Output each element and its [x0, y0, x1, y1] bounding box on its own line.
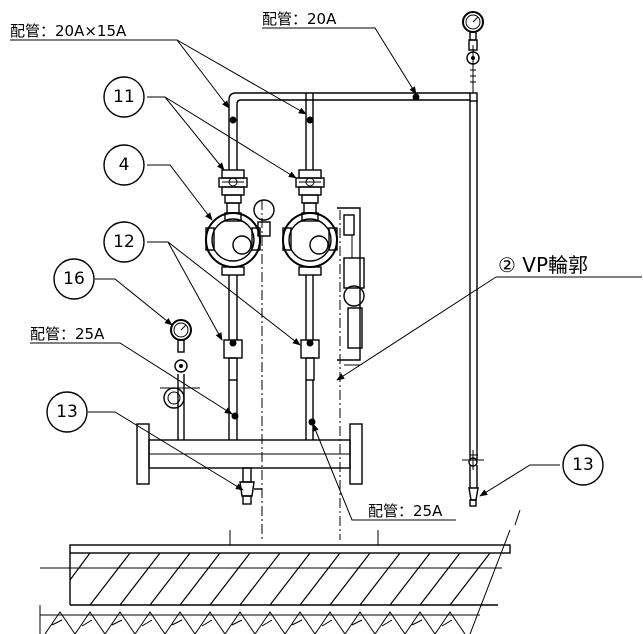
callout-4: 4 [103, 144, 145, 186]
callout-11: 11 [103, 76, 145, 118]
weld-dot-5 [231, 412, 239, 420]
svg-text:4: 4 [119, 155, 130, 175]
left-pressure-gauge [160, 319, 200, 440]
weld-dot-3 [412, 93, 420, 101]
floor-foundation [39, 509, 521, 634]
leader-lines [10, 27, 642, 521]
weld-dot-7 [308, 418, 316, 426]
callout-13-left: 13 [46, 391, 88, 433]
right-vertical-pipe [462, 39, 484, 507]
label-pipe-25a-bottom: 配管：25A [368, 502, 443, 520]
callout-13-right: 13 [562, 444, 604, 486]
bottom-manifold [136, 423, 363, 505]
svg-text:11: 11 [113, 87, 135, 107]
pressure-gauge-top-right [462, 11, 484, 41]
label-pipe-20a: 配管：20A [262, 10, 337, 28]
weld-dot-2 [306, 116, 314, 124]
right-valve-column [295, 169, 325, 214]
label-vp-outline: ② VP輪郭 [498, 253, 588, 277]
left-regulator [205, 199, 275, 440]
label-pipe-20a-15a: 配管：20A×15A [10, 22, 127, 40]
svg-text:13: 13 [56, 402, 78, 422]
label-pipe-25a-left: 配管：25A [30, 325, 105, 343]
left-valve-column [218, 169, 248, 214]
callout-16: 16 [53, 258, 95, 300]
header-pipe-20a [228, 92, 478, 170]
svg-text:13: 13 [572, 455, 594, 475]
weld-dot-6 [306, 339, 314, 347]
weld-dot-4 [229, 339, 237, 347]
svg-text:12: 12 [113, 232, 135, 252]
svg-text:16: 16 [63, 269, 85, 289]
right-regulator [282, 212, 338, 440]
callout-12: 12 [103, 221, 145, 263]
weld-dot-1 [229, 116, 237, 124]
